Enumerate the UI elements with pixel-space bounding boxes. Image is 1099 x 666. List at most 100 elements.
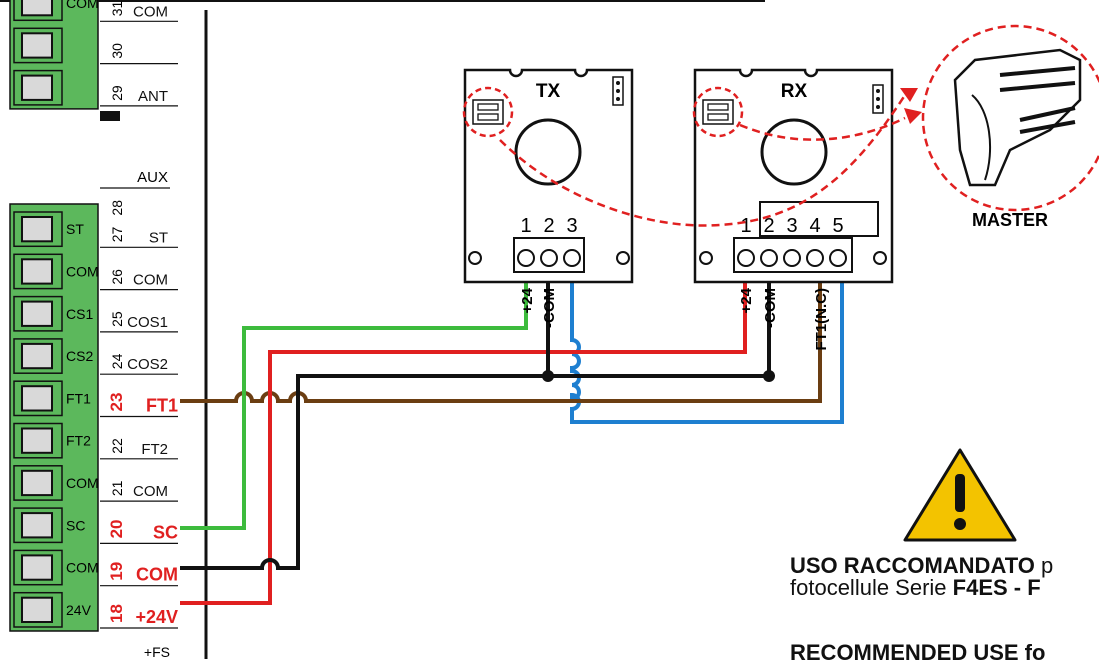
main-terminal-label: ST — [66, 221, 84, 237]
aux-number: 28 — [109, 200, 125, 216]
main-wire-label: COM — [136, 565, 178, 585]
tx-terminal-number: 3 — [566, 215, 577, 237]
main-terminal: FT2 22 FT2 — [13, 422, 178, 460]
main-wire-label: SC — [153, 522, 178, 542]
note-line-2: fotocellule Serie F4ES - F — [790, 575, 1041, 600]
tx-terminal-screw[interactable] — [563, 249, 581, 267]
arrow-head-2 — [904, 108, 922, 124]
tx-wire-label-24: +24 — [519, 287, 536, 313]
tx-terminal-screw[interactable] — [517, 249, 535, 267]
screw-icon[interactable] — [21, 74, 53, 101]
main-terminal-number: 18 — [107, 604, 126, 623]
screw-icon[interactable] — [21, 32, 53, 59]
tx-terminal-screw[interactable] — [540, 249, 558, 267]
main-wire-label: COS2 — [127, 356, 168, 373]
warning-icon — [903, 448, 1017, 542]
rx-wire-label-24: +24 — [738, 287, 755, 313]
rx-lens — [760, 118, 828, 186]
master-label: MASTER — [972, 210, 1048, 230]
main-terminal-label: FT1 — [66, 390, 91, 406]
rx-terminal-screw[interactable] — [783, 249, 801, 267]
main-terminal-label: COM — [66, 560, 99, 576]
tx-terminal-number: 1 — [520, 215, 531, 237]
tx-terminal-number: 2 — [543, 215, 554, 237]
antenna-wire — [100, 111, 120, 121]
rx-jumper-highlight — [692, 86, 744, 138]
main-terminal-number: 26 — [109, 269, 125, 285]
screw-icon[interactable] — [21, 342, 53, 370]
note-line-3: RECOMMENDED USE fo — [790, 640, 1046, 665]
green-wire-sc — [180, 282, 528, 530]
screw-icon[interactable] — [21, 469, 53, 497]
tx-wire-label-com: -COM — [541, 288, 558, 328]
rx-terminal-screw[interactable] — [737, 249, 755, 267]
main-wire-label: FT2 — [141, 441, 168, 458]
screw-icon[interactable] — [21, 216, 53, 243]
top-terminal: 30 — [13, 27, 178, 65]
rx-terminal-number: 2 — [763, 215, 774, 237]
screw-icon[interactable] — [21, 258, 53, 285]
fs-label: +FS — [144, 644, 170, 659]
main-terminal-number: 22 — [109, 438, 125, 454]
main-terminal-number: 24 — [109, 353, 125, 369]
main-wire-label: COM — [133, 272, 168, 289]
red-wire-24v — [180, 282, 747, 605]
main-wire-label: COM — [133, 483, 168, 500]
main-terminal-label: CS1 — [66, 306, 93, 322]
main-terminal: ST 27 ST — [13, 211, 178, 248]
tx-lens — [514, 118, 582, 186]
wires — [180, 282, 844, 605]
top-terminal-number: 31 — [109, 1, 125, 17]
rx-terminal-number: 5 — [832, 215, 843, 237]
tx-title: TX — [536, 81, 561, 102]
top-terminal-number: 29 — [109, 85, 125, 101]
master-detail: MASTER — [921, 24, 1099, 230]
screw-icon[interactable] — [21, 512, 53, 539]
screw-icon[interactable] — [21, 0, 53, 17]
rx-terminal-number: 3 — [786, 215, 797, 237]
screw-icon[interactable] — [21, 596, 53, 624]
junction-tx — [542, 370, 554, 382]
main-wire-label: ST — [149, 229, 168, 246]
main-wire-label: FT1 — [146, 396, 178, 416]
arrow-head-1 — [900, 88, 918, 102]
brown-wire-ft1 — [180, 282, 822, 403]
arrow-tx-to-master — [499, 94, 907, 227]
main-terminal-number: 20 — [107, 519, 126, 538]
rx-terminal-screw[interactable] — [829, 249, 847, 267]
screw-icon[interactable] — [21, 385, 53, 412]
screw-icon[interactable] — [21, 427, 53, 454]
black-wire-com — [180, 282, 771, 570]
screw-icon[interactable] — [21, 300, 53, 327]
main-terminal: FT1 23 FT1 — [13, 380, 178, 418]
rx-terminal-screw[interactable] — [806, 249, 824, 267]
rx-terminal-number: 4 — [809, 215, 820, 237]
top-wire-label: ANT — [138, 88, 168, 105]
main-terminal-label: 24V — [66, 602, 92, 618]
top-terminal-label: COM — [66, 0, 99, 11]
main-terminal-number: 25 — [109, 311, 125, 327]
main-terminal-label: COM — [66, 263, 99, 279]
main-terminal-label: CS2 — [66, 348, 93, 364]
main-terminal-number: 27 — [109, 227, 125, 243]
main-terminal-number: 23 — [107, 393, 126, 412]
tx-jumper-highlight — [462, 86, 514, 138]
top-terminal-number: 30 — [109, 43, 125, 59]
junction-rx — [763, 370, 775, 382]
screw-icon[interactable] — [21, 554, 53, 581]
main-terminal-label: FT2 — [66, 433, 91, 449]
aux-label: AUX — [137, 169, 168, 186]
main-terminal-label: COM — [66, 475, 99, 491]
rx-terminal-screw[interactable] — [760, 249, 778, 267]
main-wire-label: +24V — [135, 607, 178, 627]
